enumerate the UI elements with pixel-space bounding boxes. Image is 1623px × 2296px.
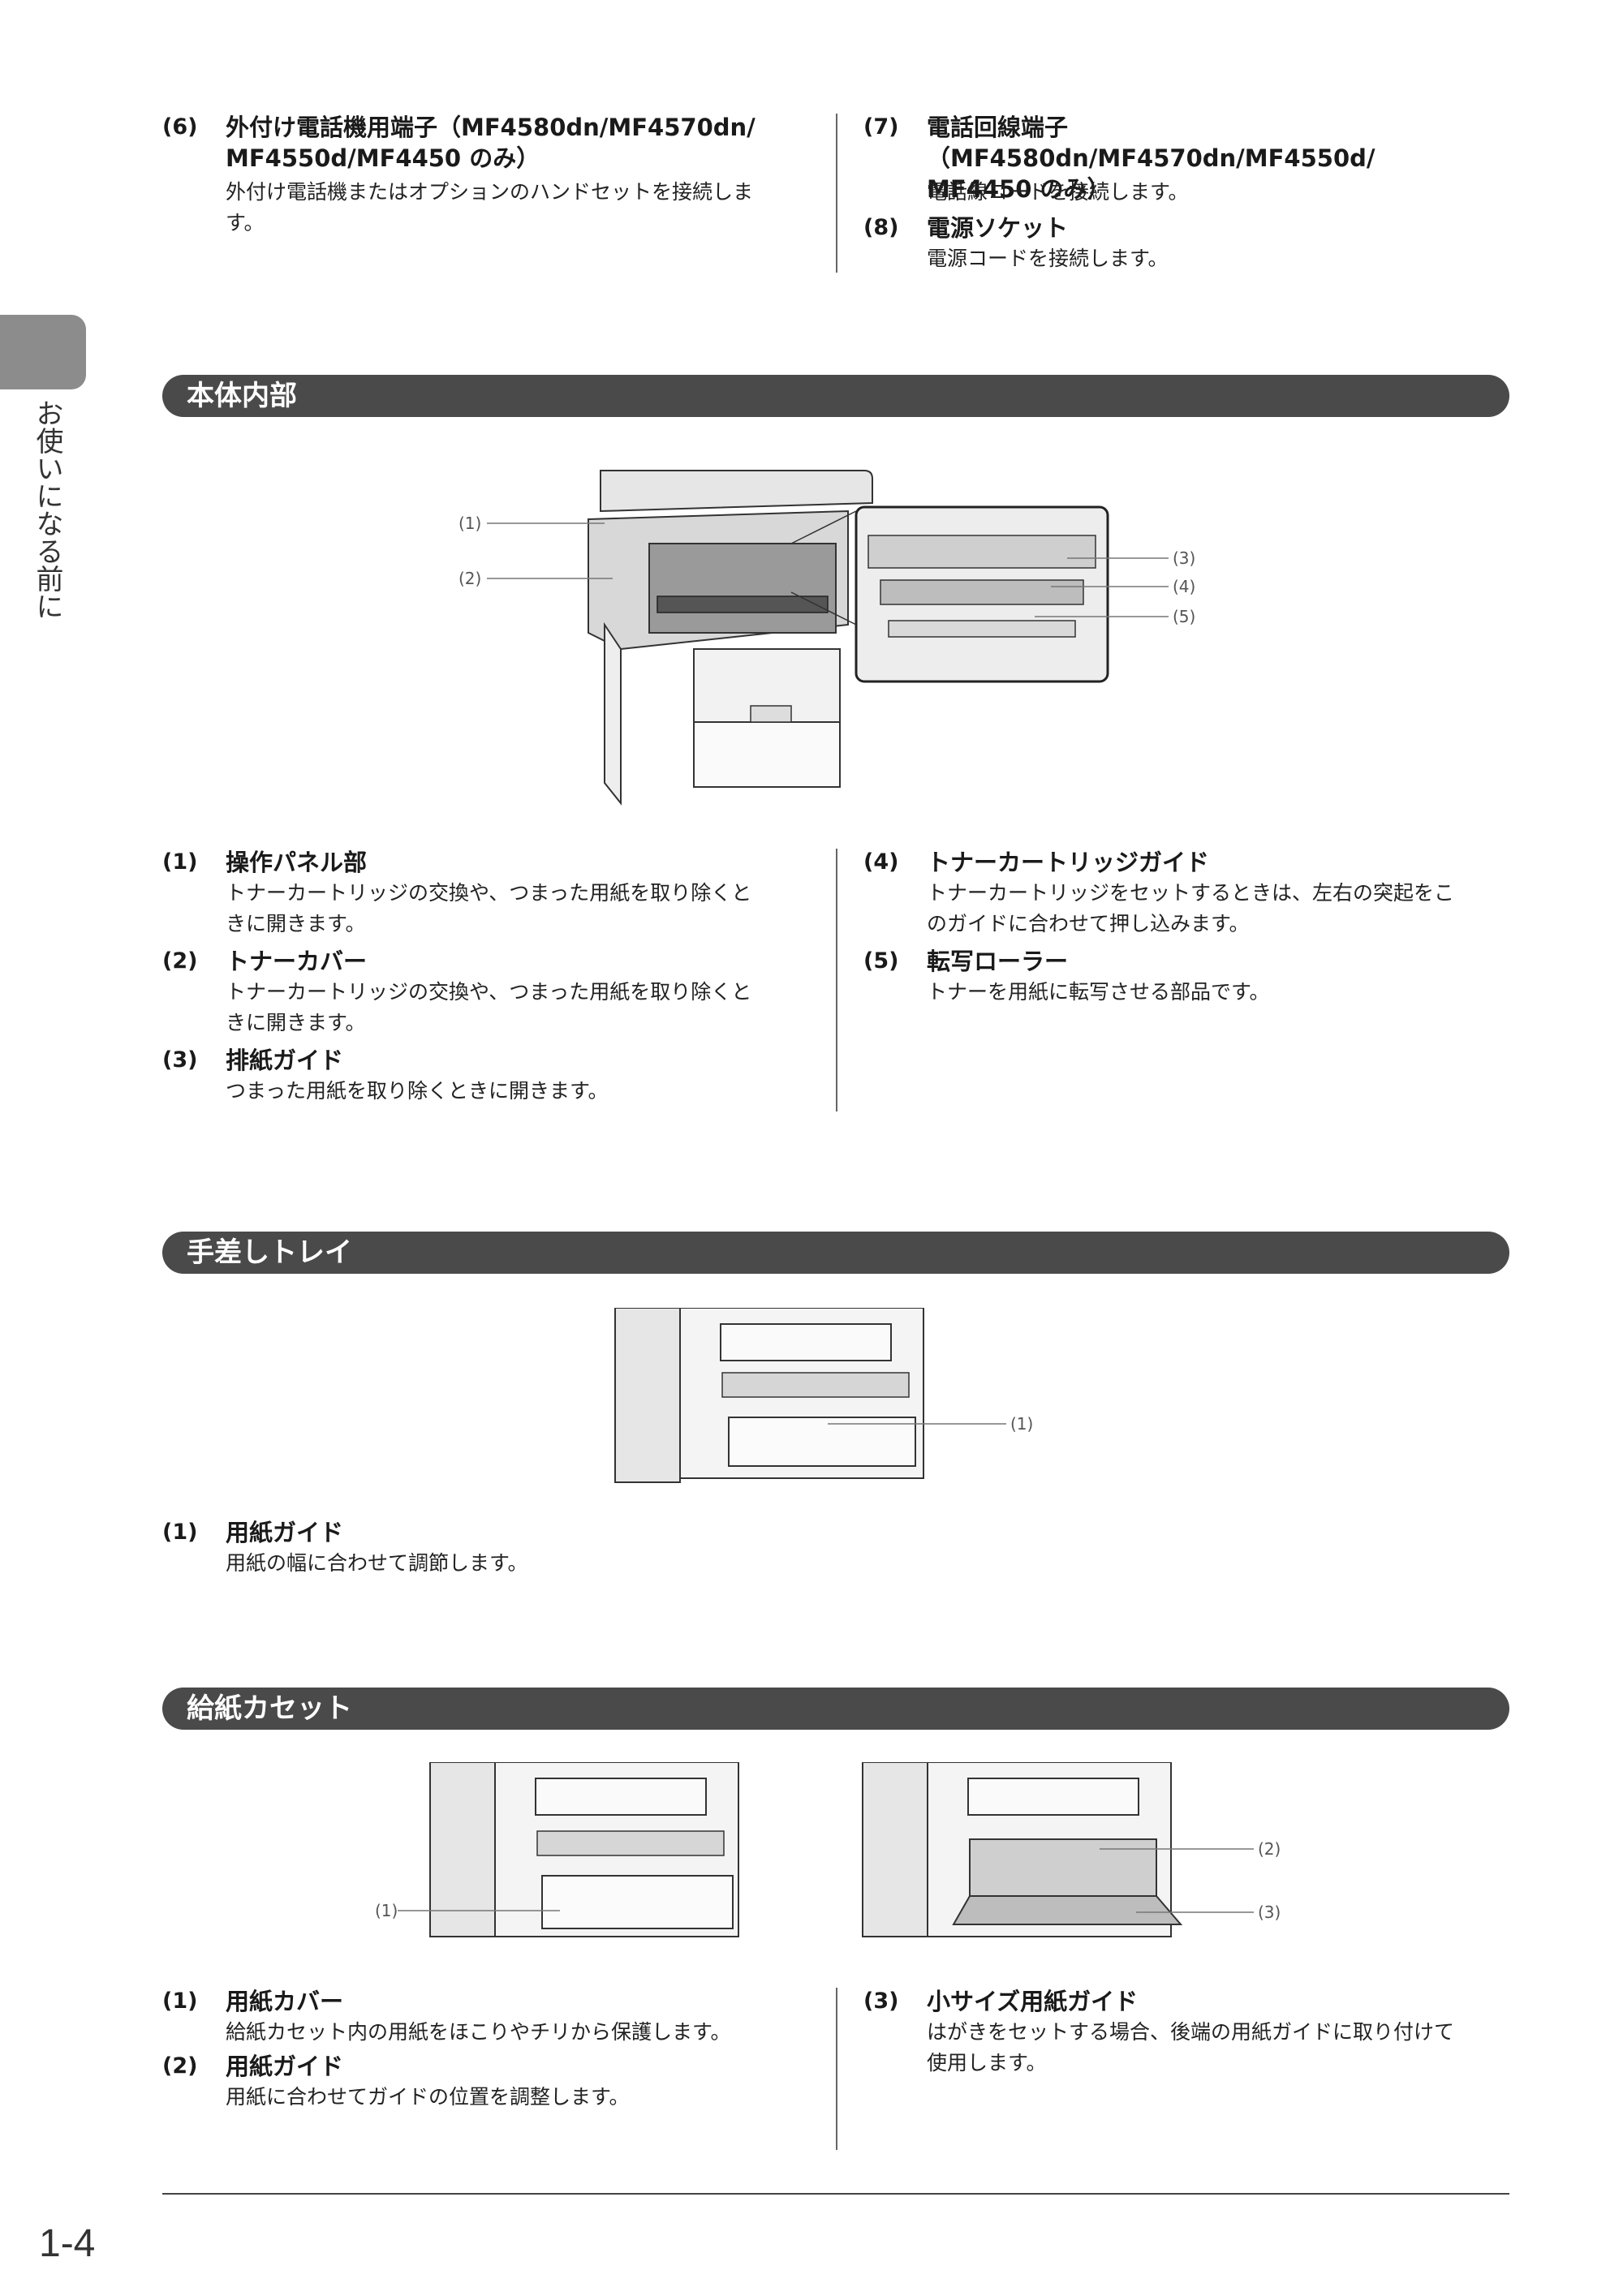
item-number: (2) — [162, 2053, 198, 2079]
item-title: 排紙ガイド — [226, 1047, 344, 1074]
cassette-item-2: (2) 用紙ガイド 用紙に合わせてガイドの位置を調整します。 — [162, 2051, 828, 2116]
item-title: 操作パネル部 — [226, 849, 368, 876]
item-title: 転写ローラー — [927, 948, 1069, 975]
callout-label: (3) — [1258, 1903, 1281, 1922]
item-number: (6) — [162, 114, 198, 140]
item-title: 電話回線端子（MF4580dn/MF4570dn/MF4550d/ MF4450… — [927, 114, 1375, 203]
item-description: 用紙の幅に合わせて調節します。 — [226, 1551, 528, 1575]
section-title: 本体内部 — [187, 380, 297, 412]
chapter-tab-label: お使いになる前に — [31, 399, 63, 620]
section-header-interior: 本体内部 — [162, 375, 1509, 417]
interior-item-1: (1) 操作パネル部 トナーカートリッジの交換や、つまった用紙を取り除くと きに… — [162, 847, 828, 944]
item-number: (3) — [863, 1989, 899, 2014]
manual-tray-illustration: (1) — [609, 1308, 1047, 1503]
column-divider — [836, 849, 837, 1111]
cassette-illustration-left: (1) — [357, 1762, 779, 1961]
section-title: 給紙カセット — [187, 1692, 352, 1725]
item-description: 電話線コードを接続します。 — [927, 180, 1189, 204]
item-description: 給紙カセット内の用紙をほこりやチリから保護します。 — [226, 2020, 731, 2044]
item-number: (1) — [162, 1989, 198, 2014]
connector-item-7: (7) 電話回線端子（MF4580dn/MF4570dn/MF4550d/ MF… — [863, 112, 1513, 204]
item-title: 小サイズ用紙ガイド — [927, 1988, 1139, 2015]
item-number: (4) — [863, 849, 899, 875]
item-number: (5) — [863, 948, 899, 974]
item-title: 外付け電話機用端子（MF4580dn/MF4570dn/ MF4550d/MF4… — [226, 114, 756, 172]
item-number: (2) — [162, 948, 198, 974]
callout-label: (1) — [375, 1901, 398, 1920]
item-description: 用紙に合わせてガイドの位置を調整します。 — [226, 2085, 630, 2109]
cassette-item-1: (1) 用紙カバー 給紙カセット内の用紙をほこりやチリから保護します。 — [162, 1986, 828, 2051]
item-number: (7) — [863, 114, 899, 140]
column-divider — [836, 114, 837, 273]
column-divider — [836, 1988, 837, 2150]
item-number: (8) — [863, 215, 899, 240]
item-number: (3) — [162, 1047, 198, 1073]
item-title: 電源ソケット — [927, 214, 1069, 242]
callout-label: (2) — [1258, 1839, 1281, 1859]
section-header-manual-tray: 手差しトレイ — [162, 1232, 1509, 1274]
page-number: 1-4 — [39, 2222, 96, 2265]
item-description: トナーを用紙に転写させる部品です。 — [927, 980, 1270, 1004]
callout-label: (2) — [458, 569, 481, 588]
item-title: 用紙ガイド — [226, 1519, 344, 1546]
section-title: 手差しトレイ — [187, 1236, 352, 1269]
item-description: 外付け電話機またはオプションのハンドセットを接続しま す。 — [226, 180, 754, 234]
interior-item-4: (4) トナーカートリッジガイド トナーカートリッジをセットするときは、左右の突… — [863, 847, 1513, 944]
interior-item-5: (5) 転写ローラー トナーを用紙に転写させる部品です。 — [863, 946, 1513, 1011]
item-number: (1) — [162, 1520, 198, 1545]
cassette-illustration-right: (2) (3) — [856, 1762, 1294, 1961]
manual-tray-item-1: (1) 用紙ガイド 用紙の幅に合わせて調節します。 — [162, 1517, 828, 1582]
section-header-cassette: 給紙カセット — [162, 1688, 1509, 1730]
item-description: トナーカートリッジの交換や、つまった用紙を取り除くと きに開きます。 — [226, 980, 752, 1034]
footer-rule — [162, 2193, 1509, 2195]
printer-interior-illustration: (1) (2) (3) (4) (5) — [450, 462, 1221, 819]
callout-label: (3) — [1173, 548, 1195, 568]
interior-item-3: (3) 排紙ガイド つまった用紙を取り除くときに開きます。 — [162, 1045, 828, 1110]
item-description: トナーカートリッジの交換や、つまった用紙を取り除くと きに開きます。 — [226, 881, 752, 935]
interior-item-2: (2) トナーカバー トナーカートリッジの交換や、つまった用紙を取り除くと きに… — [162, 946, 828, 1043]
item-description: はがきをセットする場合、後端の用紙ガイドに取り付けて 使用します。 — [927, 2020, 1455, 2075]
connector-item-6: (6) 外付け電話機用端子（MF4580dn/MF4570dn/ MF4550d… — [162, 112, 812, 250]
item-title: 用紙カバー — [226, 1988, 344, 2015]
callout-label: (5) — [1173, 607, 1195, 626]
item-number: (1) — [162, 849, 198, 875]
chapter-tab — [0, 315, 86, 389]
item-description: トナーカートリッジをセットするときは、左右の突起をこ のガイドに合わせて押し込み… — [927, 881, 1455, 935]
item-title: トナーカートリッジガイド — [927, 849, 1210, 876]
item-description: つまった用紙を取り除くときに開きます。 — [226, 1079, 609, 1103]
callout-label: (4) — [1173, 577, 1195, 596]
item-title: 用紙ガイド — [226, 2053, 344, 2080]
callout-label: (1) — [458, 514, 481, 533]
cassette-item-3: (3) 小サイズ用紙ガイド はがきをセットする場合、後端の用紙ガイドに取り付けて… — [863, 1986, 1513, 2083]
item-title: トナーカバー — [226, 948, 368, 975]
callout-label: (1) — [1010, 1414, 1033, 1434]
connector-item-8: (8) 電源ソケット 電源コードを接続します。 — [863, 213, 1513, 277]
item-description: 電源コードを接続します。 — [927, 247, 1169, 270]
